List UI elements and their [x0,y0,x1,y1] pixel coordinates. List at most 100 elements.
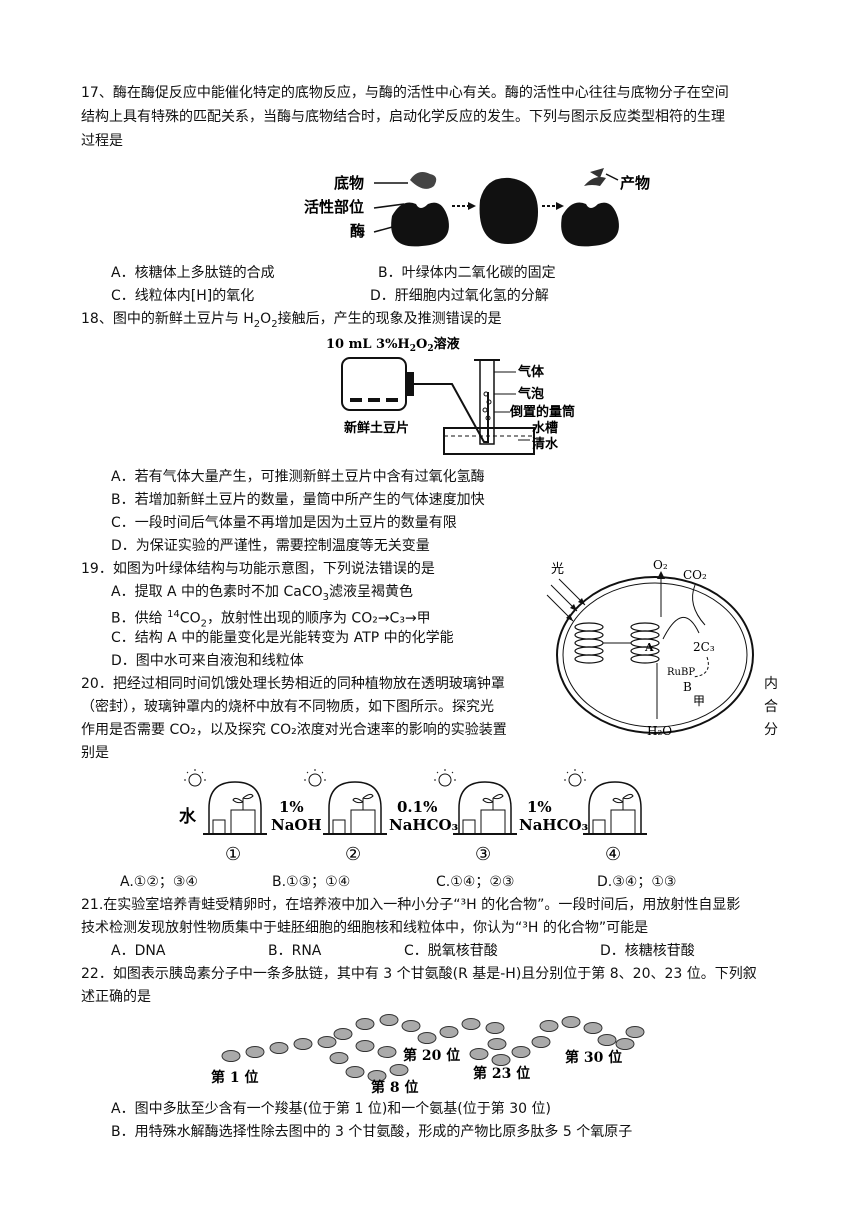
q19-option-a: A．提取 A 中的色素时不加 CaCO3滤液呈褐黄色 [111,581,413,609]
fig-label-c3: 2C₃ [693,640,715,654]
h2o2-apparatus-figure: 10 mL 3%H2O2溶液 新鲜土豆片 气体 气泡 倒置的量筒 水槽 清水 [326,336,575,455]
fig-solution-pre: 10 mL 3%H [326,337,410,352]
q19-option-a-pre: A．提取 A 中的色素时不加 CaCO [111,584,323,600]
fig-label-substrate: 底物 [334,174,364,192]
q18-option-b: B．若增加新鲜土豆片的数量，量筒中所产生的气体速度加快 [111,492,485,508]
q20-line4: 别是 [81,745,109,761]
device-2-number: ② [345,844,361,865]
q17-stem-line1: 17、酶在酶促反应中能催化特定的底物反应，与酶的活性中心有关。酶的活性中心往往与… [81,85,729,101]
q21-option-d: D．核糖核苷酸 [600,943,695,959]
enzyme-figure: 底物 活性部位 酶 产物 [304,168,650,247]
q22-stem-line2: 述正确的是 [81,989,151,1005]
q21-stem-line2: 技术检测发现放射性物质集中于蛙胚细胞的细胞核和线粒体中，你认为“³H 的化合物”… [81,920,649,936]
q20-option-a: A.①②；③④ [120,874,198,890]
q19-option-a-post: 滤液呈褐黄色 [329,584,414,600]
bell-jar-experiment-figure: 水 ① 1% NaOH ② 0.1% NaHCO₃ ③ 1% NaHCO₃ [179,769,647,865]
q19-option-b-pre: B．供给 [111,610,168,627]
fig-solution-sub: 2 [410,344,416,354]
q20-option-b: B.①③；①④ [272,874,351,890]
q20-line2: （密封），玻璃钟罩内的烧杯中放有不同物质，如下图所示。探究光 [81,699,494,715]
fig-label-position-20: 第 20 位 [403,1047,460,1064]
q17-option-d: D．肝细胞内过氧化氢的分解 [370,288,549,304]
q18-option-c: C．一段时间后气体量不再增加是因为土豆片的数量有限 [111,515,457,531]
device-3-label1: 0.1% [397,798,437,816]
q19-option-b: B．供给 14CO2，放射性出现的顺序为 CO₂→C₃→甲 [111,604,431,635]
fig-label-water: 清水 [532,436,559,452]
q22-option-b: B．用特殊水解酶选择性除去图中的 3 个甘氨酸，形成的产物比原多肽多 5 个氧原… [111,1124,633,1140]
device-3-number: ③ [475,844,491,865]
fig-label-position-1: 第 1 位 [211,1069,259,1086]
q20-line1-end: 内 [764,676,778,692]
fig-solution-mid: O [416,337,427,352]
q19-option-b-sup: 14 [167,609,180,620]
fig-label-active-site: 活性部位 [304,198,364,216]
q18-option-d: D．为保证实验的严谨性，需要控制温度等无关变量 [111,538,430,554]
fig-label-tank: 水槽 [532,420,558,436]
fig-label-potato: 新鲜土豆片 [344,420,409,436]
device-1-number: ① [225,844,241,865]
fig-label-gas: 气体 [518,364,545,380]
q21-option-a: A．DNA [111,943,166,959]
fig-label-enzyme: 酶 [350,222,365,240]
device-1: 水 ① [179,769,267,865]
q17-option-a: A．核糖体上多肽链的合成 [111,265,275,281]
q18-stem-post: 接触后，产生的现象及推测错误的是 [277,311,502,327]
amino-acid-chain [221,1014,645,1082]
fig-label-position-8: 第 8 位 [371,1079,419,1096]
q18-stem-mid: O [260,311,272,327]
q22-option-a: A．图中多肽至少含有一个羧基(位于第 1 位)和一个氨基(位于第 30 位) [111,1101,551,1117]
fig-label-o2: O₂ [653,558,668,572]
q19-option-b-sub: 2 [200,618,207,630]
fig-label-h2o: H₂O [647,724,672,738]
device-4-label2: NaHCO₃ [519,816,588,834]
chloroplast-figure: 光 O₂ CO₂ 2C₃ A RuBP B 甲 H₂O [546,558,754,738]
device-4-label1: 1% [527,798,552,816]
q21-stem-line1: 21.在实验室培养青蛙受精卵时，在培养液中加入一种小分子“³H 的化合物”。一段… [81,897,741,913]
fig-solution-sub2: 2 [427,344,433,354]
q18-stem-sub: 2 [253,318,261,330]
q20-option-d: D.③④；①③ [597,874,677,890]
q21-option-c: C．脱氧核苷酸 [404,943,498,959]
polypeptide-chain-figure: 第 1 位 第 8 位 第 20 位 第 23 位 第 30 位 [211,1014,645,1096]
device-4-number: ④ [605,844,621,865]
q17-stem-line3: 过程是 [81,133,123,149]
fig-label-bubble: 气泡 [518,386,544,402]
device-1-label1: 水 [179,806,197,827]
q21-option-b: B．RNA [268,943,322,959]
fig-solution-post: 溶液 [434,336,460,352]
q22-stem-line1: 22．如图表示胰岛素分子中一条多肽链，其中有 3 个甘氨酸(R 基是-H)且分别… [81,966,757,982]
fig-label-product: 产物 [620,174,650,192]
fig-label-b: B [683,680,692,694]
q17-option-c: C．线粒体内[H]的氧化 [111,288,255,304]
q20-line3-end: 分 [764,722,778,738]
q18-stem: 18、图中的新鲜土豆片与 H2O2接触后，产生的现象及推测错误的是 [81,308,502,336]
q20-option-c: C.①④；②③ [436,874,515,890]
q20-line1: 20．把经过相同时间饥饿处理长势相近的同种植物放在透明玻璃钟罩 [81,676,505,692]
device-2: 1% NaOH ② [271,769,387,865]
q19-stem: 19．如图为叶绿体结构与功能示意图，下列说法错误的是 [81,561,435,577]
q20-line2-end: 合 [764,699,778,715]
q18-stem-pre: 18、图中的新鲜土豆片与 H [81,311,254,327]
fig-label-rubp: RuBP [667,667,695,678]
svg-text:10 mL 3%H2O2溶液: 10 mL 3%H2O2溶液 [326,336,460,354]
q20-line3: 作用是否需要 CO₂，以及探究 CO₂浓度对光合速率的影响的实验装置 [81,722,507,738]
q19-option-b-mid: CO [179,610,201,627]
fig-label-position-23: 第 23 位 [473,1065,530,1082]
device-3: 0.1% NaHCO₃ ③ [389,769,517,865]
q19-option-c: C．结构 A 中的能量变化是光能转变为 ATP 中的化学能 [111,630,454,646]
device-2-label1: 1% [279,798,304,816]
q17-stem-line2: 结构上具有特殊的匹配关系，当酶与底物结合时，启动化学反应的发生。下列与图示反应类… [81,109,725,125]
device-4: 1% NaHCO₃ ④ [519,769,647,865]
q19-option-b-post: ，放射性出现的顺序为 CO₂→C₃→甲 [206,610,431,627]
fig-label-cylinder: 倒置的量筒 [509,404,575,420]
q19-option-a-sub: 3 [322,591,330,603]
q17-option-b: B．叶绿体内二氧化碳的固定 [378,265,556,281]
device-2-label2: NaOH [271,816,322,834]
fig-label-position-30: 第 30 位 [565,1049,622,1066]
fig-label-jia: 甲 [693,694,705,708]
device-3-label2: NaHCO₃ [389,816,458,834]
fig-label-co2: CO₂ [683,568,707,582]
q18-stem-sub2: 2 [271,318,278,330]
q19-option-d: D．图中水可来自液泡和线粒体 [111,653,304,669]
q18-option-a: A．若有气体大量产生，可推测新鲜土豆片中含有过氧化氢酶 [111,469,485,485]
